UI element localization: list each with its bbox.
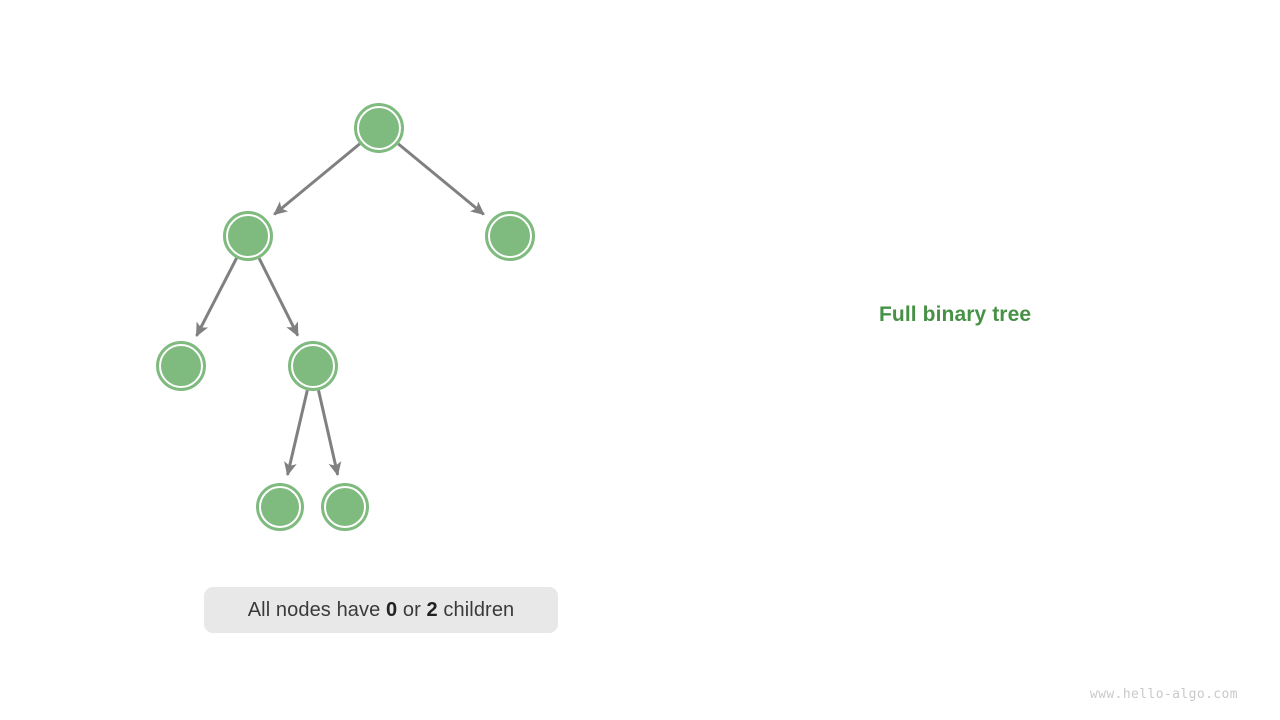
tree-edge [273, 142, 361, 216]
caption-text: All nodes have 0 or 2 children [248, 599, 515, 622]
page-title: Full binary tree [879, 303, 1032, 326]
tree-node-inner-ring [324, 486, 366, 528]
tree-node[interactable] [256, 483, 304, 531]
caption-suffix: children [437, 598, 515, 621]
tree-node-inner-ring [259, 486, 301, 528]
tree-edge [257, 257, 300, 337]
caption-middle: or [397, 598, 427, 621]
tree-node-inner-ring [159, 344, 203, 388]
tree-node[interactable] [354, 103, 404, 153]
tree-edge [317, 390, 342, 476]
tree-node[interactable] [156, 341, 206, 391]
tree-edge-layer [195, 142, 485, 477]
tree-node[interactable] [485, 211, 535, 261]
caption-prefix: All nodes have [247, 598, 386, 621]
site-watermark: www.hello-algo.com [1089, 687, 1238, 702]
tree-node-inner-ring [357, 106, 401, 150]
tree-node[interactable] [223, 211, 273, 261]
caption-badge: All nodes have 0 or 2 children [204, 587, 558, 633]
tree-node-inner-ring [226, 214, 270, 258]
tree-node[interactable] [321, 483, 369, 531]
tree-node[interactable] [288, 341, 338, 391]
tree-node-inner-ring [488, 214, 532, 258]
tree-edge [284, 390, 309, 477]
tree-edge [397, 142, 485, 216]
tree-node-layer [156, 103, 535, 531]
tree-node-inner-ring [291, 344, 335, 388]
caption-bold-zero: 0 [386, 598, 398, 621]
caption-bold-two: 2 [426, 598, 438, 621]
tree-edge [195, 257, 238, 337]
